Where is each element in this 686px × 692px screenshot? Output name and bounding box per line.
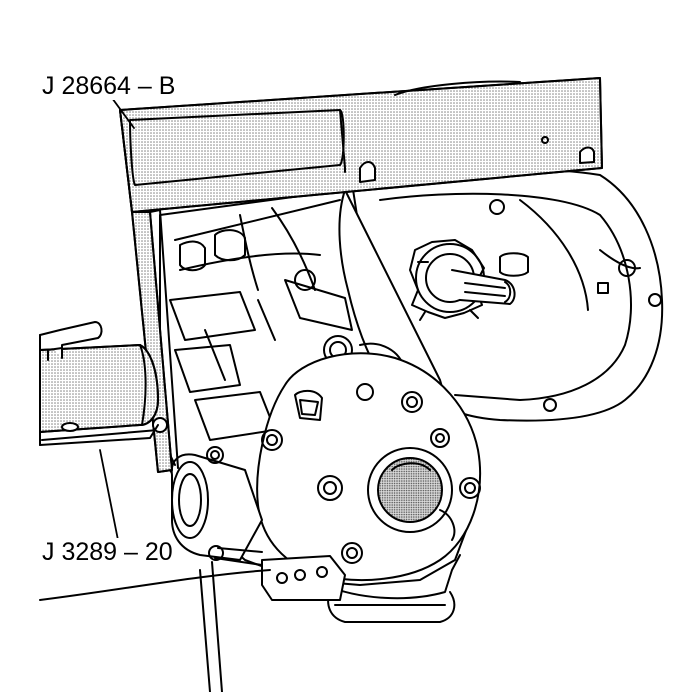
housing-bolt-4 [648,293,662,307]
leader-line-fixture [111,97,135,129]
axle-tube [170,453,263,561]
housing-bolt-3 [543,398,557,412]
callout-stand-tool: J 3289 – 20 [40,538,175,566]
stand-base [39,569,271,601]
input-shaft [409,239,516,321]
holding-stand [39,321,159,446]
fixture-plate [119,77,603,213]
callout-fixture-tool: J 28664 – B [40,72,178,100]
housing-bolt-1 [618,259,636,277]
differential-housing [256,352,482,581]
leader-line-stand [99,449,119,541]
housing-bolt-2 [489,199,505,215]
